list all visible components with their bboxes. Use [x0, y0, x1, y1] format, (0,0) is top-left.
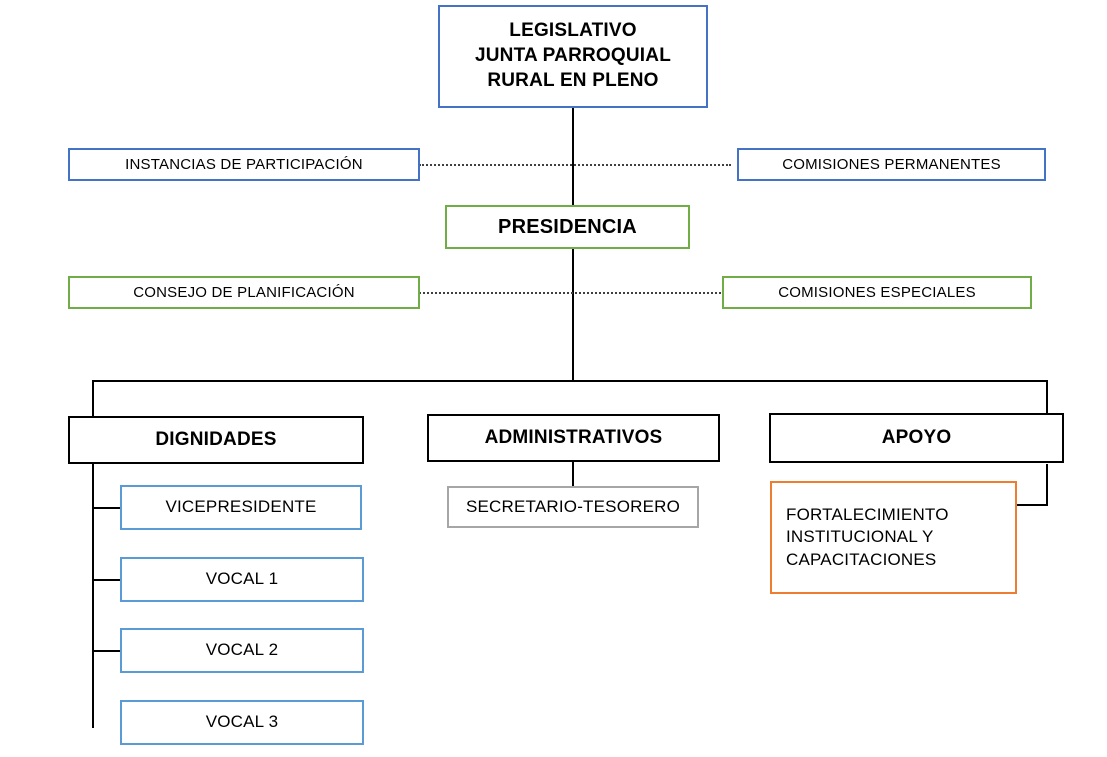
node-vocal-2[interactable]: VOCAL 2 [120, 628, 364, 673]
node-vicepresidente-label: VICEPRESIDENTE [165, 497, 317, 517]
node-apoyo[interactable]: APOYO [769, 413, 1064, 463]
connector-apoyo-fortalecimiento-elbow [1015, 504, 1048, 506]
node-comisiones-permanentes-label: COMISIONES PERMANENTES [782, 155, 1001, 173]
connector-dignidades-trunk [92, 464, 94, 728]
node-comisiones-especiales-label: COMISIONES ESPECIALES [778, 283, 976, 301]
connector-bus-right-extension [970, 380, 1048, 382]
node-instancias-participacion[interactable]: INSTANCIAS DE PARTICIPACIÓN [68, 148, 420, 181]
connector-administrativos-secretario [572, 462, 574, 486]
node-vocal-3-label: VOCAL 3 [205, 712, 279, 732]
node-vocal-1-label: VOCAL 1 [205, 569, 279, 589]
node-consejo-planificacion[interactable]: CONSEJO DE PLANIFICACIÓN [68, 276, 420, 309]
node-presidencia-label: PRESIDENCIA [498, 216, 637, 238]
node-instancias-participacion-label: INSTANCIAS DE PARTICIPACIÓN [125, 155, 363, 173]
node-fortalecimiento-institucional-label: FORTALECIMIENTO INSTITUCIONAL Y CAPACITA… [786, 505, 949, 569]
connector-stub-vocal-1 [92, 579, 122, 581]
dotted-connector-row-2 [419, 292, 721, 294]
node-consejo-planificacion-label: CONSEJO DE PLANIFICACIÓN [133, 283, 355, 301]
node-comisiones-especiales[interactable]: COMISIONES ESPECIALES [722, 276, 1032, 309]
node-dignidades-label: DIGNIDADES [155, 428, 277, 450]
node-fortalecimiento-institucional[interactable]: FORTALECIMIENTO INSTITUCIONAL Y CAPACITA… [770, 481, 1017, 594]
connector-bus-apoyo [1046, 380, 1048, 413]
dotted-connector-row-1 [419, 164, 731, 166]
node-legislativo-label: LEGISLATIVO JUNTA PARROQUIAL RURAL EN PL… [474, 20, 671, 91]
node-secretario-tesorero-label: SECRETARIO-TESORERO [465, 496, 681, 516]
node-comisiones-permanentes[interactable]: COMISIONES PERMANENTES [737, 148, 1046, 181]
node-secretario-tesorero[interactable]: SECRETARIO-TESORERO [447, 486, 699, 528]
connector-legislativo-presidencia [572, 105, 574, 205]
connector-apoyo-fortalecimiento-vertical [1046, 464, 1048, 506]
node-administrativos-label: ADMINISTRATIVOS [484, 426, 663, 448]
connector-presidencia-bus [572, 249, 574, 382]
node-dignidades[interactable]: DIGNIDADES [68, 416, 364, 464]
node-vocal-2-label: VOCAL 2 [205, 640, 279, 660]
connector-stub-vocal-2 [92, 650, 122, 652]
node-apoyo-label: APOYO [881, 426, 952, 448]
node-presidencia[interactable]: PRESIDENCIA [445, 205, 690, 249]
node-administrativos[interactable]: ADMINISTRATIVOS [427, 414, 720, 462]
node-vicepresidente[interactable]: VICEPRESIDENTE [120, 485, 362, 530]
connector-stub-vicepresidente [92, 507, 122, 509]
connector-main-bus [92, 380, 972, 382]
node-vocal-1[interactable]: VOCAL 1 [120, 557, 364, 602]
connector-bus-dignidades [92, 380, 94, 416]
node-vocal-3[interactable]: VOCAL 3 [120, 700, 364, 745]
node-legislativo[interactable]: LEGISLATIVO JUNTA PARROQUIAL RURAL EN PL… [438, 5, 708, 108]
